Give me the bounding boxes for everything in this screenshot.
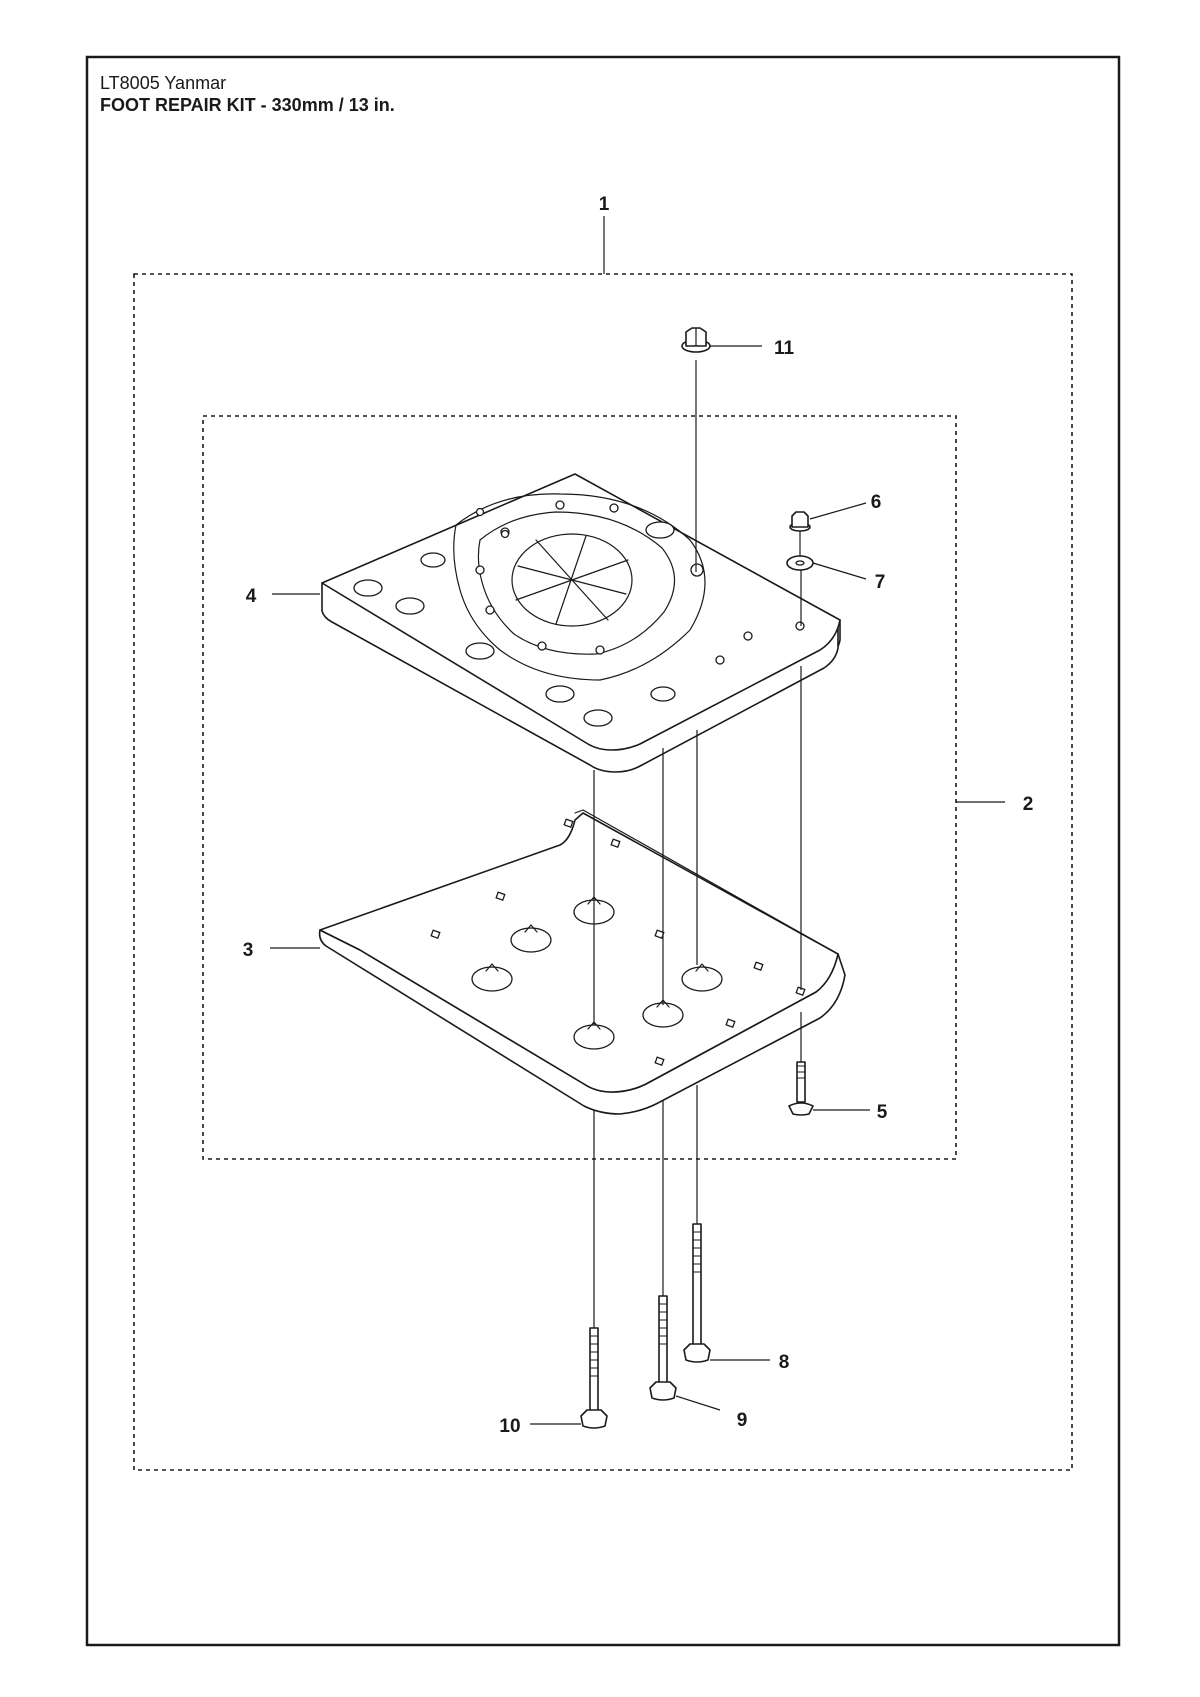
callout-5: 5 (877, 1102, 888, 1123)
foot-pad (650, 686, 676, 702)
callout-9: 9 (737, 1410, 748, 1431)
vent-spoke-d (515, 559, 629, 601)
small-nut-6 (789, 511, 811, 532)
kit-boundary-box (133, 273, 1073, 1471)
rubber-foot-block (321, 473, 841, 773)
long-bolt-9 (649, 1295, 677, 1401)
ring-hole (485, 605, 495, 615)
washer-7 (786, 555, 814, 571)
callout-4: 4 (246, 586, 257, 607)
ring-hole (475, 565, 485, 575)
small-hole (500, 529, 510, 539)
callout-11: 11 (774, 338, 795, 359)
title-block: LT8005 Yanmar FOOT REPAIR KIT - 330mm / … (100, 72, 395, 116)
plate-bolt-pads (471, 896, 723, 1050)
callout-1: 1 (599, 194, 610, 215)
foot-assembly-boundary-box (202, 415, 957, 1160)
foot-block-top (321, 473, 841, 751)
callout-7: 7 (875, 572, 886, 593)
leader-9 (675, 1395, 721, 1411)
foot-pad (395, 597, 425, 615)
ring-hole (595, 645, 605, 655)
bottom-plate (318, 809, 846, 1115)
model-name: LT8005 Yanmar (100, 73, 227, 93)
leader-6 (809, 502, 867, 520)
foot-pad (353, 579, 383, 597)
ring-slot (645, 521, 675, 539)
vent-wheel (511, 533, 633, 627)
page-frame (85, 55, 1121, 1647)
callout-8: 8 (779, 1352, 790, 1373)
ring-hole (555, 500, 565, 510)
callout-10: 10 (499, 1416, 520, 1437)
long-bolt-10 (580, 1327, 608, 1429)
small-hole (475, 507, 485, 517)
foot-pad (583, 709, 613, 727)
callout-6: 6 (871, 492, 882, 513)
plate-top-surface (319, 812, 839, 1093)
ring-hole (609, 503, 619, 513)
foot-pad (545, 685, 575, 703)
plate-square-holes (430, 818, 806, 1067)
assembly-axis-lines (593, 360, 802, 1332)
foot-pad (420, 552, 446, 568)
callout-2: 2 (1023, 794, 1034, 815)
leader-7 (812, 562, 867, 580)
long-bolt-8 (683, 1223, 711, 1363)
flange-nut-11 (681, 327, 711, 353)
plate-back-edge (574, 809, 839, 955)
small-hole (743, 631, 753, 641)
center-ring-outer (453, 493, 706, 681)
bolt-hole (795, 621, 805, 631)
page-title: FOOT REPAIR KIT - 330mm / 13 in. (100, 95, 395, 115)
center-ring-inner (477, 511, 676, 655)
ring-hole (537, 641, 547, 651)
callout-3: 3 (243, 940, 254, 961)
foot-pad (465, 642, 495, 660)
small-hole (715, 655, 725, 665)
bolt-hole (690, 563, 704, 577)
small-bolt-5 (788, 1061, 814, 1116)
